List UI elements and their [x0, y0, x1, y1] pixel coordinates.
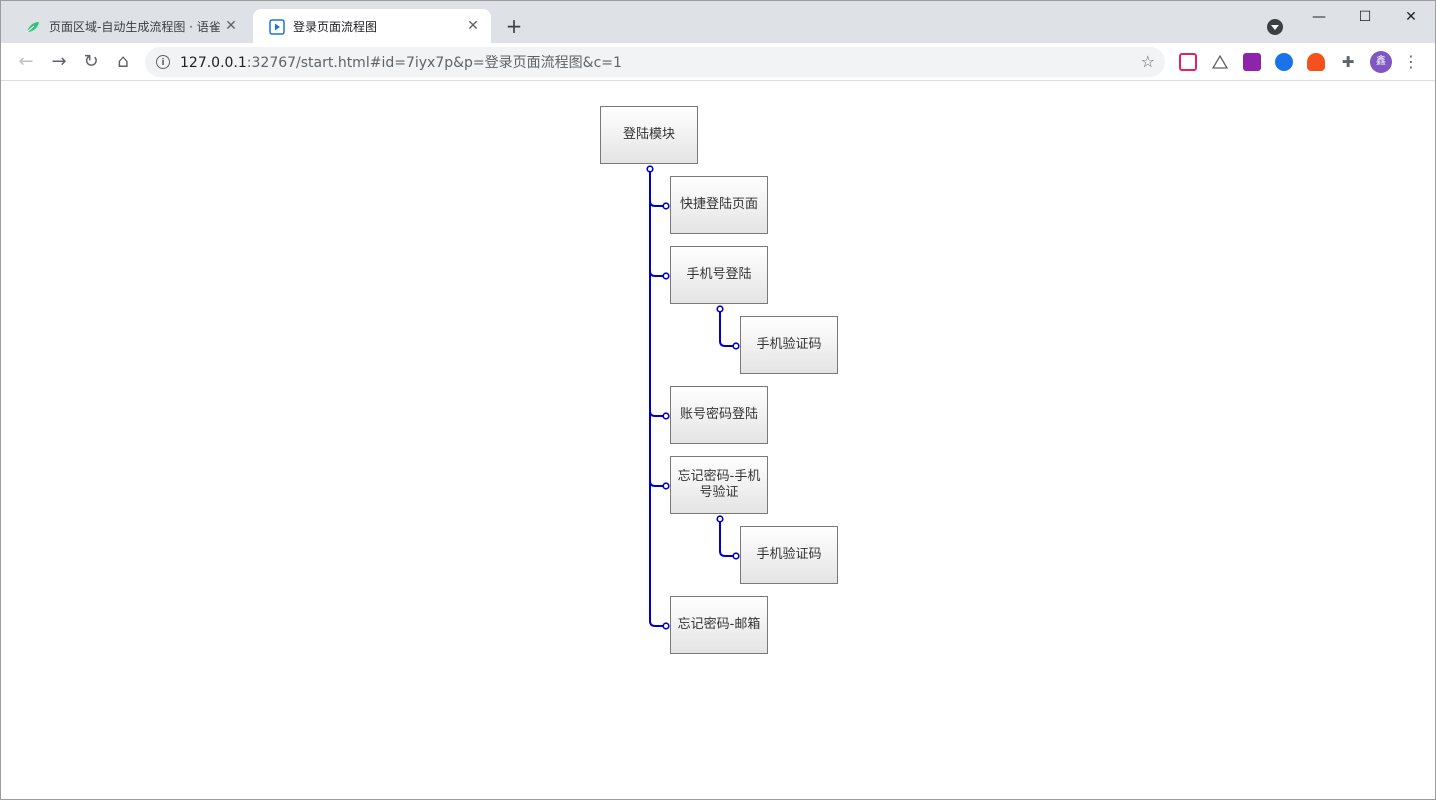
trunk-line	[649, 169, 666, 627]
tab-title: 登录页面流程图	[293, 19, 378, 34]
node-phone-verify-code-2[interactable]: 手机验证码	[740, 526, 838, 584]
page-canvas: 登陆模块 快捷登陆页面 手机号登陆 手机验证码 账号密码登陆 忘记密码-手机号验…	[4, 81, 1435, 799]
reload-icon[interactable]: ↻	[83, 51, 99, 72]
bookmark-star-icon[interactable]: ☆	[1140, 52, 1155, 71]
node-forgot-password-phone[interactable]: 忘记密码-手机号验证	[670, 456, 768, 514]
connector-dot	[716, 305, 724, 313]
url-text[interactable]: 127.0.0.1:32767/start.html#id=7iyx7p&p=登…	[180, 55, 622, 71]
extension-icon[interactable]	[1179, 53, 1197, 71]
info-icon[interactable]: i	[156, 55, 170, 69]
node-forgot-password-email[interactable]: 忘记密码-邮箱	[670, 596, 768, 654]
branch-line	[649, 270, 666, 277]
connector-dot	[662, 272, 670, 280]
address-bar[interactable]: i 127.0.0.1:32767/start.html#id=7iyx7p&p…	[145, 47, 1165, 77]
node-phone-login[interactable]: 手机号登陆	[670, 246, 768, 304]
extension-blue-icon[interactable]	[1275, 53, 1293, 71]
branch-line	[649, 480, 666, 487]
connector-dot	[662, 482, 670, 490]
tab-flowchart[interactable]: 登录页面流程图 ✕	[253, 9, 491, 43]
connector-dot	[662, 622, 670, 630]
connector-lines	[649, 169, 736, 627]
home-icon[interactable]: ⌂	[117, 51, 129, 72]
connector-dot	[662, 202, 670, 210]
branch-line	[649, 200, 666, 207]
drive-triangle-icon[interactable]	[1211, 53, 1229, 71]
profile-avatar[interactable]: 鑫	[1370, 51, 1392, 73]
left-edge	[4, 81, 7, 799]
axure-play-icon	[269, 19, 285, 35]
axure-rp-icon[interactable]	[1243, 53, 1261, 71]
extensions-puzzle-icon[interactable]: ✚	[1341, 53, 1355, 71]
sub-branch-line	[719, 309, 736, 347]
back-icon[interactable]: ←	[18, 51, 34, 72]
connector-dot	[732, 342, 740, 350]
tab-yuque[interactable]: 页面区域-自动生成流程图 · 语雀 ✕	[9, 9, 249, 43]
node-quick-login-page[interactable]: 快捷登陆页面	[670, 176, 768, 234]
sub-branch-line	[719, 519, 736, 557]
close-tab-icon[interactable]: ✕	[467, 18, 479, 34]
extension-orange-icon[interactable]	[1307, 53, 1325, 71]
minimize-icon[interactable]: —	[1312, 9, 1326, 25]
close-tab-icon[interactable]: ✕	[225, 18, 237, 34]
maximize-icon[interactable]: ☐	[1358, 9, 1372, 25]
new-tab-button[interactable]: +	[505, 14, 523, 38]
connector-dots	[646, 165, 740, 630]
connector-dot	[646, 165, 654, 173]
flow-connectors	[646, 165, 740, 630]
browser-menu-icon[interactable]: ⋮	[1403, 52, 1419, 71]
tab-title: 页面区域-自动生成流程图 · 语雀	[49, 19, 221, 34]
tab-search-icon[interactable]	[1267, 19, 1283, 35]
connector-dot	[732, 552, 740, 560]
node-login-module[interactable]: 登陆模块	[600, 106, 698, 164]
close-window-icon[interactable]: ✕	[1405, 9, 1417, 25]
connector-dot	[716, 515, 724, 523]
tab-strip: 页面区域-自动生成流程图 · 语雀 ✕ 登录页面流程图 ✕ + — ☐ ✕	[1, 1, 1435, 43]
browser-toolbar: ← → ↻ ⌂ i 127.0.0.1:32767/start.html#id=…	[1, 43, 1435, 81]
yuque-leaf-icon	[26, 22, 39, 33]
branch-line	[649, 410, 666, 417]
node-phone-verify-code[interactable]: 手机验证码	[740, 316, 838, 374]
forward-icon[interactable]: →	[51, 51, 67, 72]
connector-dot	[662, 412, 670, 420]
node-account-password-login[interactable]: 账号密码登陆	[670, 386, 768, 444]
